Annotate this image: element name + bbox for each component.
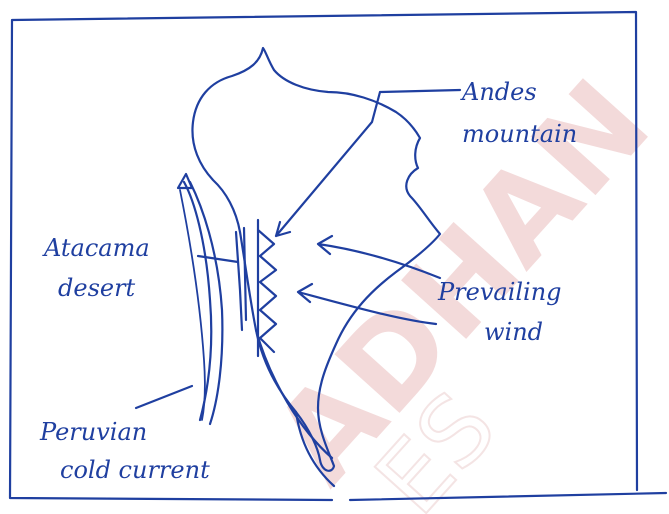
label-andes-line1: Andes bbox=[460, 78, 537, 106]
ocean-current bbox=[178, 174, 222, 424]
andes-mountain-zigzag bbox=[258, 220, 276, 356]
label-wind-line1: Prevailing bbox=[437, 278, 562, 306]
desert-strip-left bbox=[236, 232, 242, 330]
label-wind-line2: wind bbox=[484, 318, 543, 346]
desert-strip-right bbox=[244, 228, 246, 320]
atacama-pointer-line bbox=[198, 256, 238, 262]
label-peruvian-line1: Peruvian bbox=[39, 418, 147, 446]
peruvian-pointer-line bbox=[136, 386, 192, 408]
label-atacama-line2: desert bbox=[58, 274, 136, 302]
label-atacama-line1: Atacama bbox=[42, 234, 150, 262]
label-peruvian-line2: cold current bbox=[60, 456, 210, 484]
label-andes-line2: mountain bbox=[462, 120, 577, 148]
